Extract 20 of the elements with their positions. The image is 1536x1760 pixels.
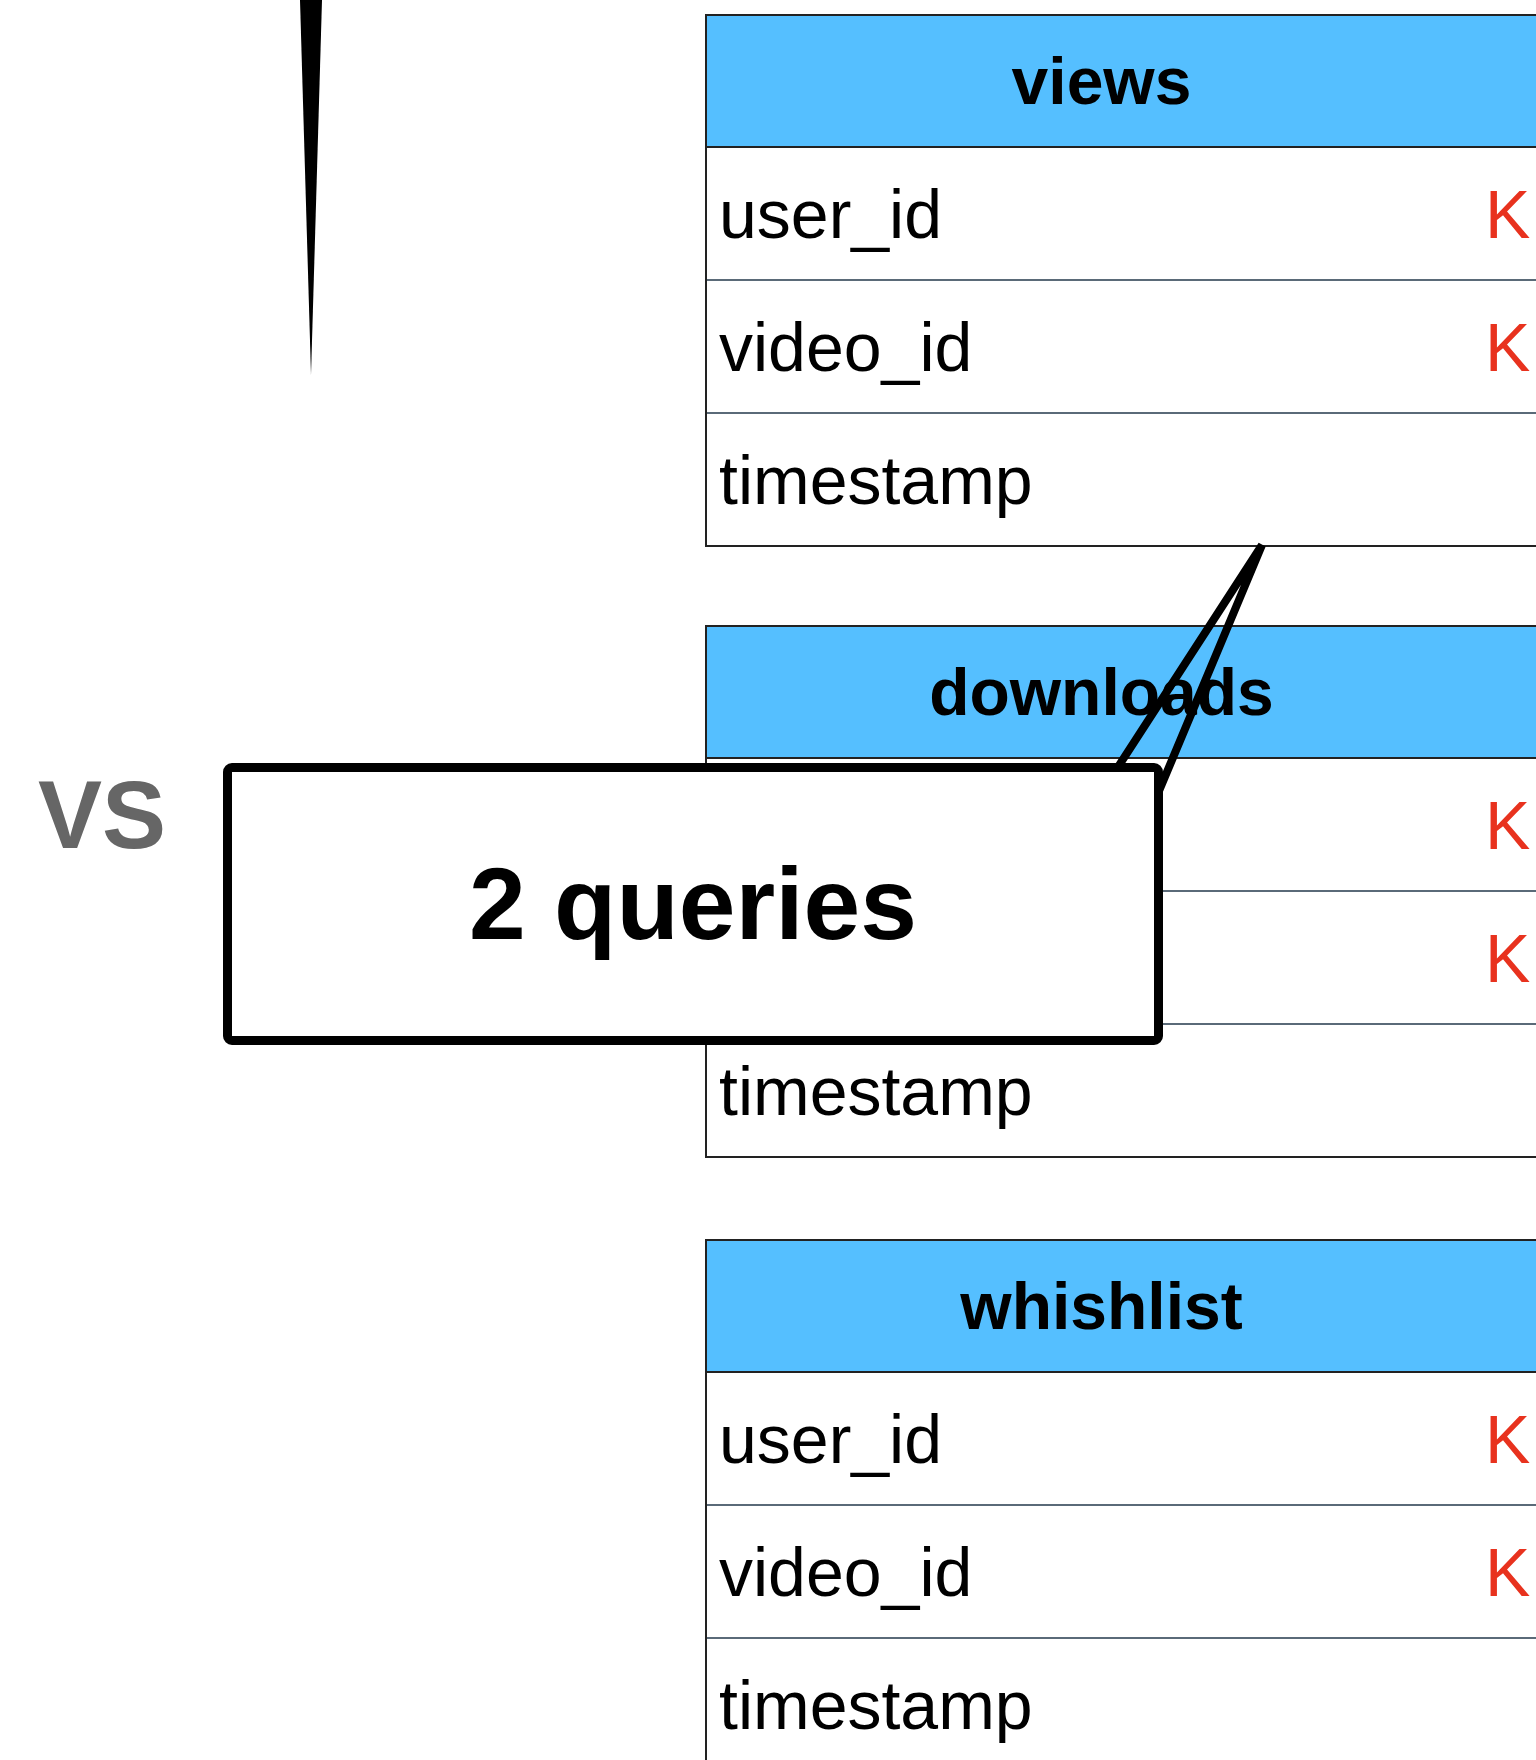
key-marker: K bbox=[1485, 308, 1531, 387]
table bbox=[705, 14, 1536, 547]
callout-text: 2 queries bbox=[469, 845, 917, 963]
column-name: video_id bbox=[719, 1533, 973, 1612]
key-marker: K bbox=[1485, 1533, 1531, 1612]
table-title: whishlist bbox=[960, 1268, 1243, 1344]
callout-tooltip bbox=[223, 763, 1163, 1045]
column-name: timestamp bbox=[719, 1052, 1033, 1131]
key-marker: K bbox=[1485, 175, 1531, 254]
table bbox=[705, 1239, 1536, 1760]
column-name: timestamp bbox=[719, 441, 1033, 520]
column-name: user_id bbox=[719, 175, 943, 254]
comparison-label: VS bbox=[38, 760, 167, 870]
column-name: user_id bbox=[719, 1400, 943, 1479]
table-title: views bbox=[1011, 43, 1192, 119]
column-name: timestamp bbox=[719, 1666, 1033, 1745]
key-marker: K bbox=[1485, 919, 1531, 998]
key-marker: K bbox=[1485, 1400, 1531, 1479]
column-name: video_id bbox=[719, 308, 973, 387]
key-marker: K bbox=[1485, 786, 1531, 865]
